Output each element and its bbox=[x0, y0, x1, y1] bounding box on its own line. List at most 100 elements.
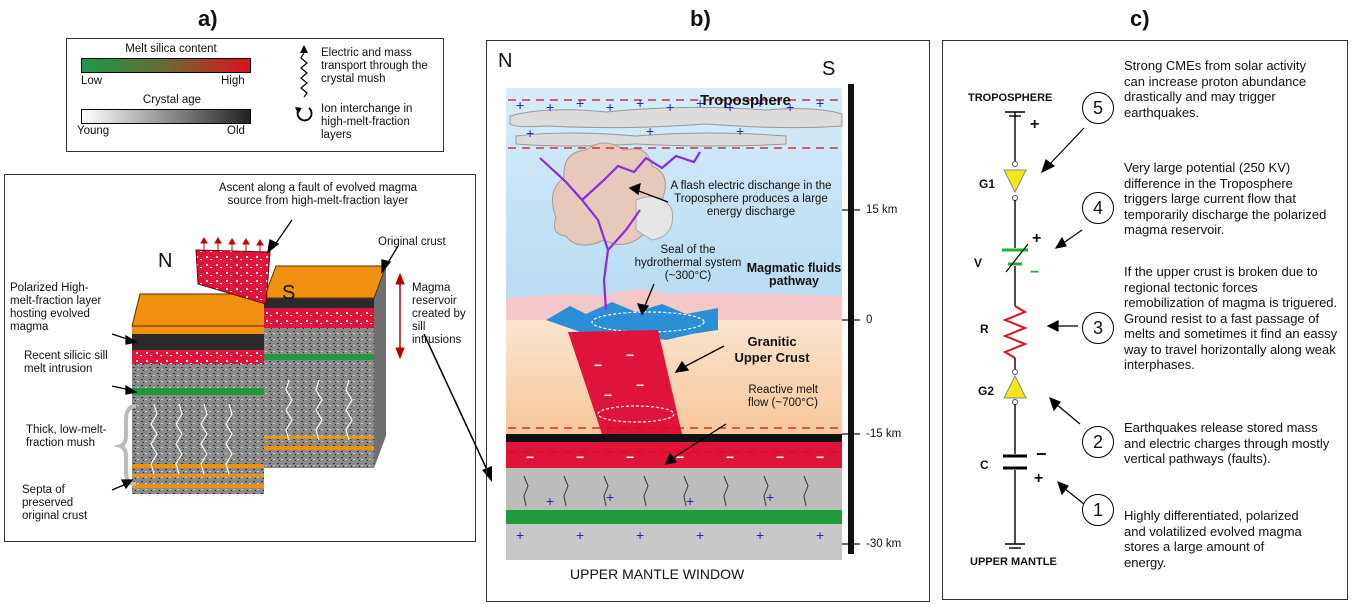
flash-discharge-label: A flash electric dischange in the Tropos… bbox=[670, 180, 832, 218]
g1-top-node bbox=[1012, 161, 1018, 167]
ascent-label: Ascent along a fault of evolved magma so… bbox=[218, 182, 418, 207]
panel-b-frame bbox=[486, 40, 930, 602]
age-old-label: Old bbox=[227, 125, 245, 137]
svg-text:−: − bbox=[726, 449, 734, 465]
scale-15-label: 15 km bbox=[866, 204, 898, 216]
svg-text:+: + bbox=[726, 99, 734, 115]
svg-text:+: + bbox=[636, 95, 644, 111]
svg-text:+: + bbox=[756, 95, 764, 111]
top-plus: + bbox=[1030, 116, 1040, 133]
melt-low-label: Low bbox=[81, 75, 103, 87]
seal-label: Seal of the hydrothermal system (~300°C) bbox=[634, 244, 742, 282]
v-label: V bbox=[974, 256, 983, 270]
step-5-text: Strong CMEs from solar activity can incr… bbox=[1124, 58, 1307, 120]
polarized-layer-label: Polarized High-melt-fraction layer hosti… bbox=[10, 282, 102, 333]
scale-minus15-label: -15 km bbox=[866, 428, 902, 440]
link-arrow bbox=[423, 333, 492, 482]
block-north-label: N bbox=[158, 250, 173, 272]
melt-silica-title: Melt silica content bbox=[125, 43, 217, 55]
svg-text:+: + bbox=[606, 99, 614, 115]
reactive-flow-label: Reactive melt flow (~700°C) bbox=[747, 384, 818, 409]
svg-text:−: − bbox=[676, 449, 684, 465]
troposphere-label: Troposphere bbox=[700, 92, 791, 109]
age-young-label: Young bbox=[77, 125, 110, 137]
svg-text:+: + bbox=[516, 97, 524, 113]
block-south-label: S bbox=[282, 282, 296, 304]
thick-mush-label: Thick, low-melt-fraction mush bbox=[26, 424, 107, 449]
block-diagram bbox=[111, 219, 405, 494]
svg-text:+: + bbox=[576, 527, 584, 543]
crystal-age-gradient bbox=[81, 109, 251, 124]
battery-plus: + bbox=[1032, 230, 1042, 247]
capacitor-icon bbox=[1003, 454, 1027, 470]
lightning-bolt bbox=[539, 151, 701, 311]
panel-c-frame bbox=[942, 40, 1348, 600]
panel-a-frame bbox=[4, 174, 476, 542]
svg-text:+: + bbox=[696, 527, 704, 543]
svg-text:−: − bbox=[636, 377, 644, 393]
svg-text:+: + bbox=[756, 527, 764, 543]
ion-interchange-text: Ion interchange in high-melt-fraction la… bbox=[321, 103, 413, 141]
black-band bbox=[506, 434, 842, 442]
step-1-text: Highly differentiated, polarized and vol… bbox=[1124, 508, 1302, 570]
step-4-text: Very large potential (250 KV) difference… bbox=[1124, 160, 1327, 237]
scale-bar bbox=[848, 84, 854, 554]
panel-a-letter: a) bbox=[198, 6, 218, 31]
battery-minus: − bbox=[1030, 264, 1040, 281]
recent-silicic-label: Recent silicic sill melt intrusion bbox=[24, 350, 108, 375]
svg-text:+: + bbox=[636, 527, 644, 543]
sky-plus-signs: +++++++++++ +++ ++++ ++++++ bbox=[516, 95, 824, 543]
svg-text:+: + bbox=[686, 493, 694, 509]
svg-text:+: + bbox=[786, 99, 794, 115]
scale-0-label: 0 bbox=[866, 314, 873, 326]
green-band bbox=[506, 510, 842, 524]
septa-label: Septa of preserved original crust bbox=[22, 484, 88, 522]
electric-transport-text: Electric and mass transport through the … bbox=[321, 47, 428, 85]
scale-minus30-label: -30 km bbox=[866, 538, 902, 550]
melt-silica-gradient bbox=[81, 58, 251, 73]
magmatic-pathway-label: Magmatic fluids pathway bbox=[746, 261, 842, 288]
r-label: R bbox=[980, 322, 989, 336]
zigzag-arrow-icon bbox=[300, 45, 308, 98]
panel-b-leaders bbox=[628, 182, 727, 465]
panel-a-leaders bbox=[111, 219, 399, 491]
cap-minus: − bbox=[1036, 444, 1047, 464]
melt-high-label: High bbox=[221, 75, 245, 87]
magma-minus-signs: −−−−−−− −−−− bbox=[526, 347, 824, 465]
circuit-top-label: TROPOSPHERE bbox=[968, 92, 1053, 104]
uplifted-magma-block bbox=[195, 249, 271, 305]
svg-text:−: − bbox=[576, 449, 584, 465]
svg-text:+: + bbox=[736, 123, 744, 139]
panel-b-letter: b) bbox=[690, 6, 711, 31]
step-2-text: Earthquakes release stored mass and elec… bbox=[1124, 420, 1330, 466]
svg-text:+: + bbox=[546, 493, 554, 509]
diode-g2-icon bbox=[1003, 374, 1027, 399]
step-1-badge: 1 bbox=[1082, 494, 1114, 526]
reservoir-arrow bbox=[395, 272, 405, 360]
section-north-label: N bbox=[498, 50, 513, 72]
battery-v-icon bbox=[1002, 243, 1029, 273]
step-3-text: If the upper crust is broken due to regi… bbox=[1124, 264, 1338, 372]
svg-text:+: + bbox=[816, 95, 824, 111]
mush-arrows bbox=[523, 475, 809, 507]
mush-transport-arrows bbox=[150, 379, 353, 475]
crystal-age-title: Crystal age bbox=[142, 94, 202, 106]
diode-g1-icon bbox=[1003, 169, 1027, 194]
svg-text:+: + bbox=[516, 527, 524, 543]
g1-label: G1 bbox=[979, 177, 996, 191]
cap-plus: + bbox=[1034, 470, 1044, 487]
svg-text:−: − bbox=[594, 357, 602, 373]
magma-reservoir-label: Magma reservoir created by sill intrusio… bbox=[412, 282, 466, 346]
mush-brace bbox=[113, 404, 137, 486]
resistor-icon bbox=[1002, 305, 1028, 359]
panel-c-arrows bbox=[1040, 127, 1085, 505]
panel-c-letter: c) bbox=[1130, 6, 1150, 31]
step-5-badge: 5 bbox=[1082, 92, 1114, 124]
svg-text:+: + bbox=[696, 95, 704, 111]
step-4-badge: 4 bbox=[1082, 192, 1114, 224]
cross-section: +++++++++++ +++ ++++ ++++++ −−−−−−− −−−− bbox=[506, 84, 860, 560]
svg-text:+: + bbox=[816, 527, 824, 543]
svg-text:+: + bbox=[546, 99, 554, 115]
circuit-diagram bbox=[1002, 111, 1085, 549]
granitic-crust-label: Granitic Upper Crust bbox=[734, 334, 810, 365]
